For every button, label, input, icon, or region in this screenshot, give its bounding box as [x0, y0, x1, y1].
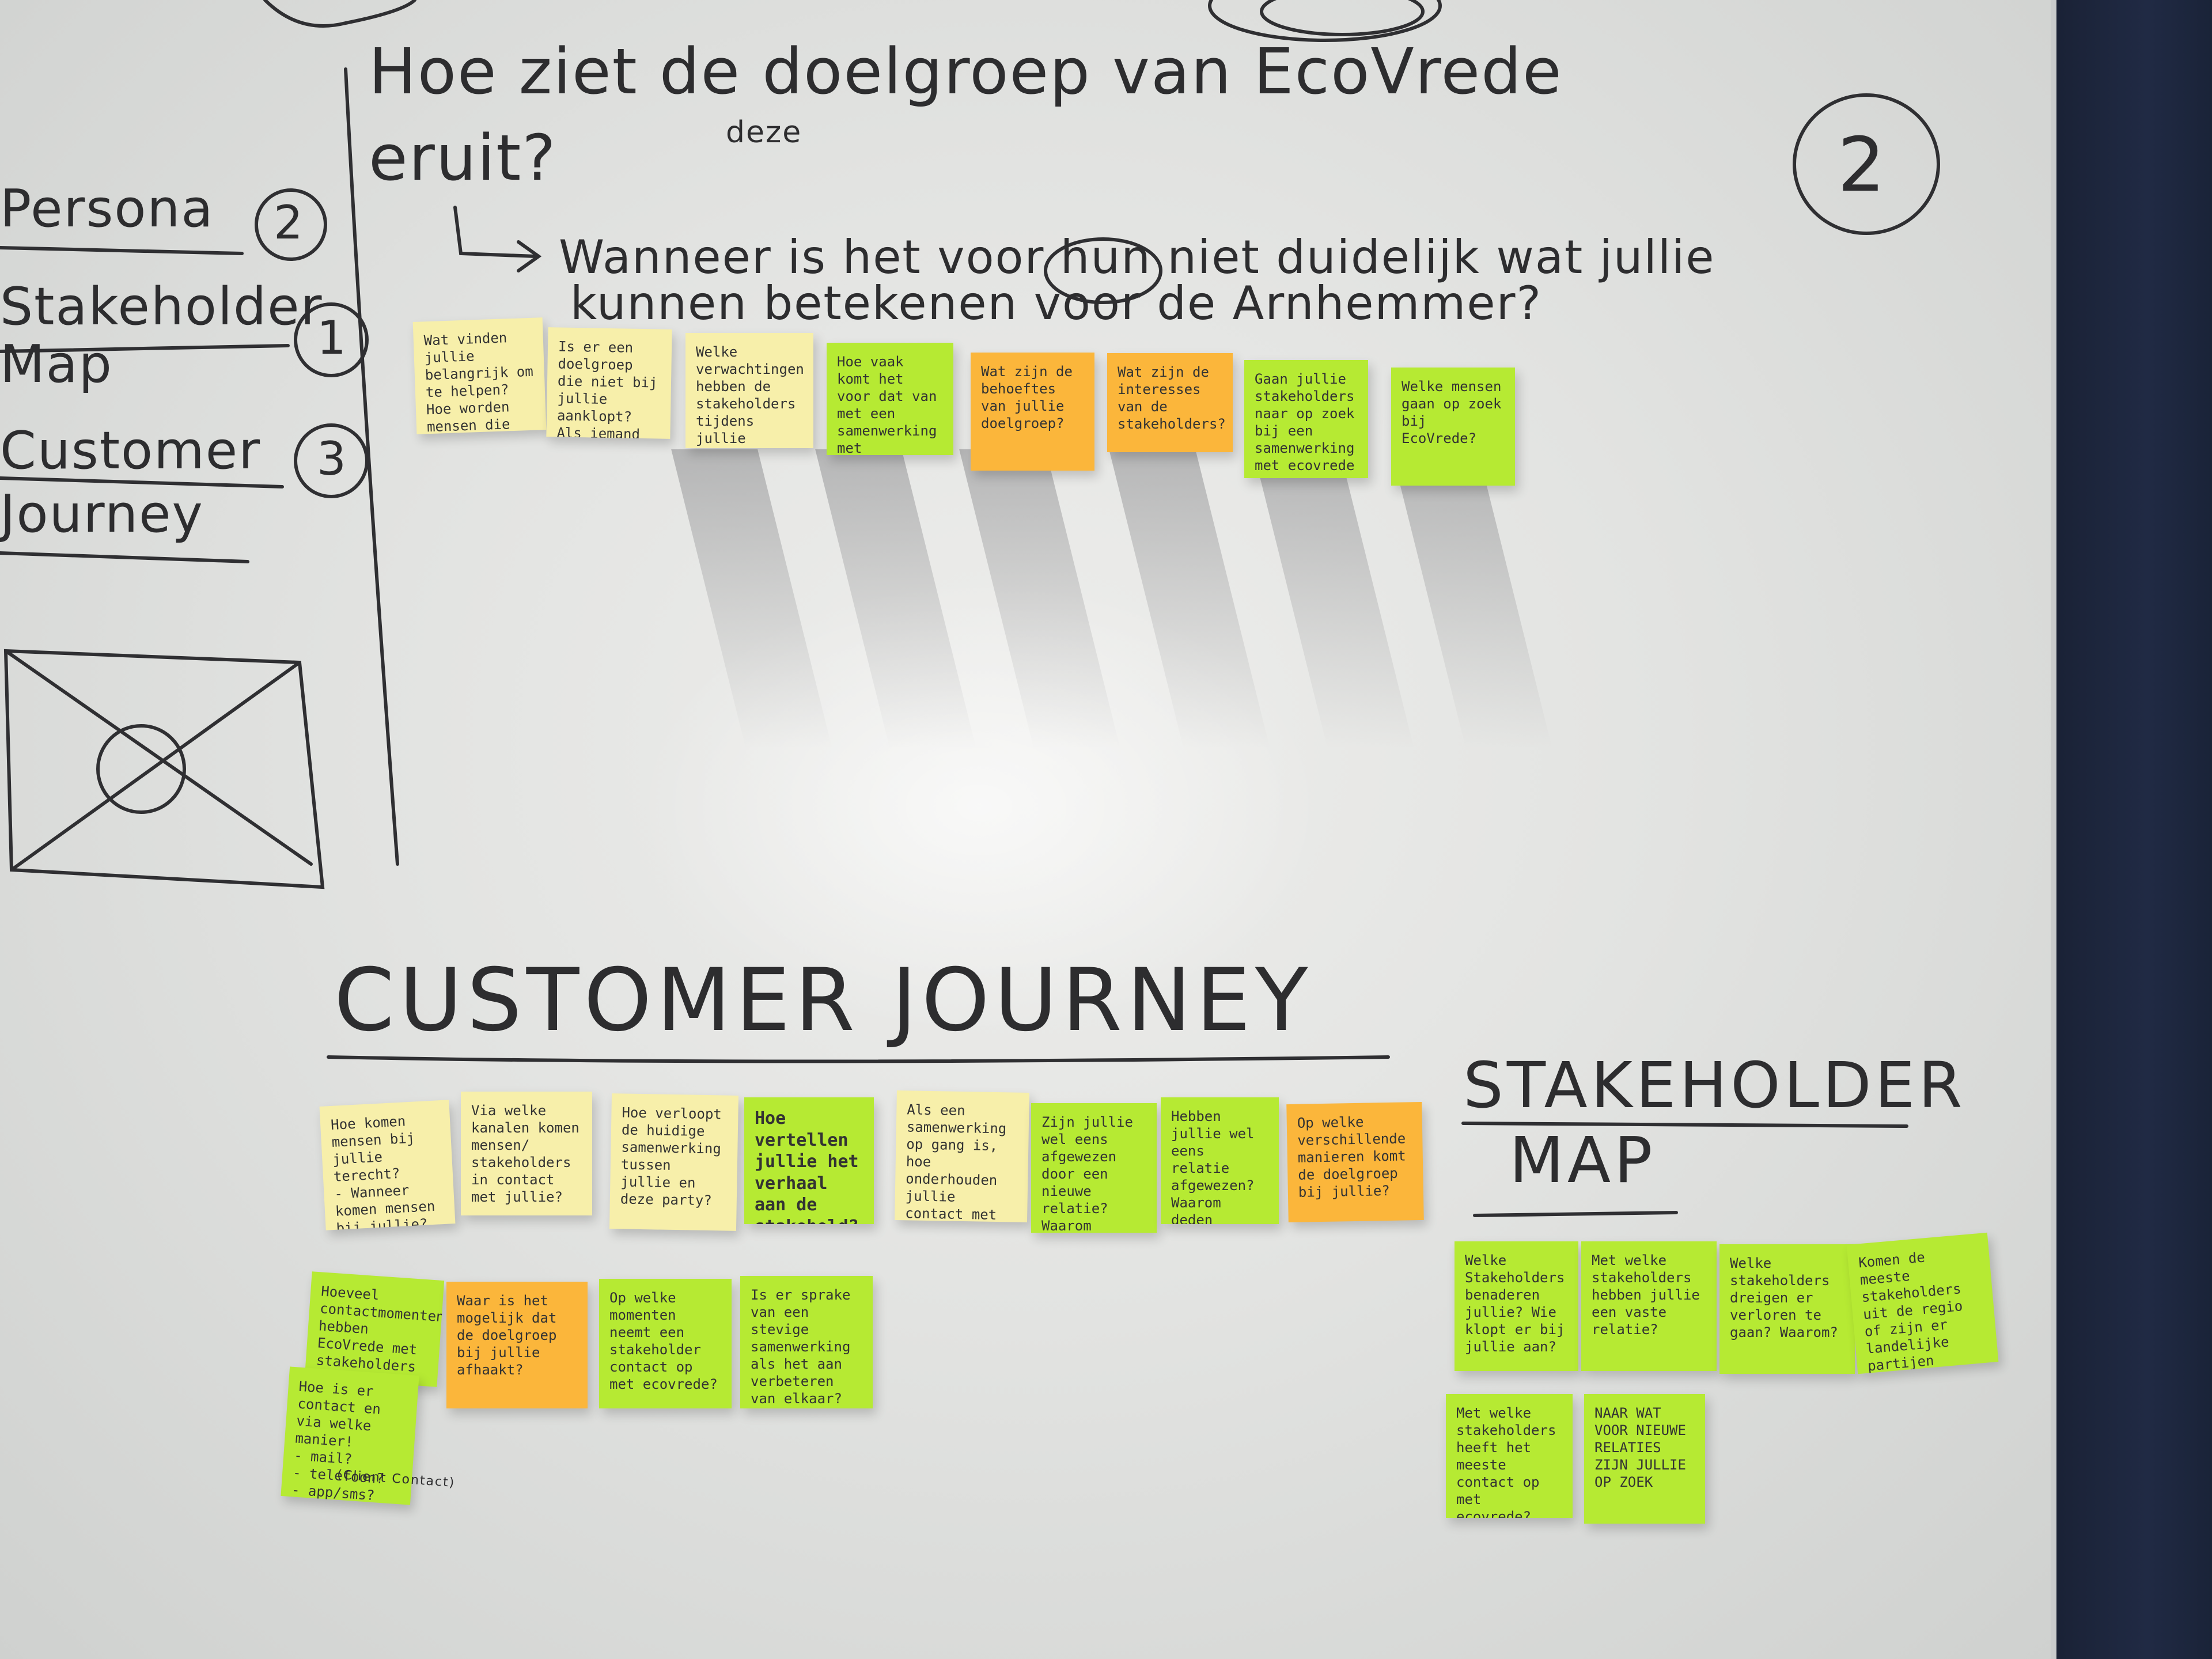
board-frame — [2051, 0, 2212, 1659]
sticky-note: Met welke stakeholders heeft het meeste … — [1446, 1394, 1573, 1518]
sticky-note: NAAR WAT VOOR NIEUWE RELATIES ZIJN JULLI… — [1584, 1394, 1705, 1524]
sticky-note: Is er een doelgroep die niet bij jullie … — [546, 327, 672, 439]
sidebar-number-stakeholder: 1 — [317, 311, 347, 365]
sticky-note: Hoe verloopt de huidige samenwerking tus… — [609, 1093, 739, 1231]
sidebar-item-customer: Customer — [0, 421, 262, 481]
sticky-note: Zijn jullie wel eens afgewezen door een … — [1031, 1103, 1157, 1233]
stakeholder-map-title-line1: STAKEHOLDER — [1463, 1048, 1966, 1122]
sticky-note: Hoe komen mensen bij jullie terecht? - W… — [319, 1100, 456, 1230]
sub-question-line1: Wanneer is het voor hun niet duidelijk w… — [559, 230, 1715, 284]
stakeholder-map-title-line2: MAP — [1509, 1123, 1656, 1197]
main-question-number: 2 — [1838, 121, 1887, 209]
sub-question-line2: kunnen betekenen voor de Arnhemmer? — [570, 276, 1542, 330]
main-question-line1: Hoe ziet de doelgroep van EcoVrede — [369, 35, 1563, 108]
sticky-note: Waar is het mogelijk dat de doelgroep bi… — [446, 1282, 588, 1408]
sticky-note: Wat vinden jullie belangrijk om te helpe… — [412, 317, 547, 434]
sidebar-item-journey: Journey — [0, 484, 204, 544]
sticky-note: Op welke momenten neemt een stakeholder … — [599, 1279, 732, 1408]
sticky-note: Gaan jullie stakeholders naar op zoek bi… — [1244, 360, 1368, 478]
sticky-note: Welke mensen gaan op zoek bij EcoVrede? — [1391, 368, 1515, 486]
sidebar-item-stakeholder: Stakeholder — [0, 276, 323, 337]
sticky-note: Komen de meeste stakeholders uit de regi… — [1846, 1232, 1999, 1374]
sticky-note: Welke Stakeholders benaderen jullie? Wie… — [1455, 1241, 1578, 1371]
sidebar-number-customer: 3 — [317, 432, 347, 486]
sidebar-item-stakeholder-map: Map — [0, 334, 113, 395]
sticky-note: Op welke verschillende manieren komt de … — [1286, 1101, 1424, 1223]
sticky-note: Is er sprake van een stevige samenwerkin… — [740, 1276, 873, 1408]
customer-journey-title: CUSTOMER JOURNEY — [334, 950, 1313, 1051]
main-question-line2: eruit? — [369, 121, 557, 195]
sidebar-item-persona: Persona — [0, 179, 214, 239]
sticky-note: Welke verwachtingen hebben de stakeholde… — [685, 333, 813, 448]
sticky-note: Als een samenwerking op gang is, hoe ond… — [895, 1090, 1029, 1222]
sticky-note: Welke stakeholders dreigen er verloren t… — [1719, 1244, 1855, 1374]
sticky-note: Wat zijn de interesses van de stakeholde… — [1107, 353, 1233, 452]
sticky-note: Hoe vaak komt het voor dat van met een s… — [827, 343, 953, 455]
sticky-note: Hebben jullie wel eens relatie afgewezen… — [1161, 1097, 1279, 1224]
marker-drawings — [0, 0, 1940, 1217]
sticky-note: Met welke stakeholders hebben jullie een… — [1581, 1241, 1717, 1371]
sticky-note: Wat zijn de behoeftes van jullie doelgro… — [971, 353, 1094, 471]
sticky-note: Via welke kanalen komen mensen/ stakehol… — [461, 1092, 592, 1215]
main-question-insert: deze — [726, 115, 802, 150]
whiteboard: Hoe ziet de doelgroep van EcoVrede deze … — [0, 0, 2051, 1659]
sidebar-number-persona: 2 — [274, 196, 304, 249]
sticky-note: Hoe vertellen jullie het verhaal aan de … — [744, 1097, 874, 1224]
